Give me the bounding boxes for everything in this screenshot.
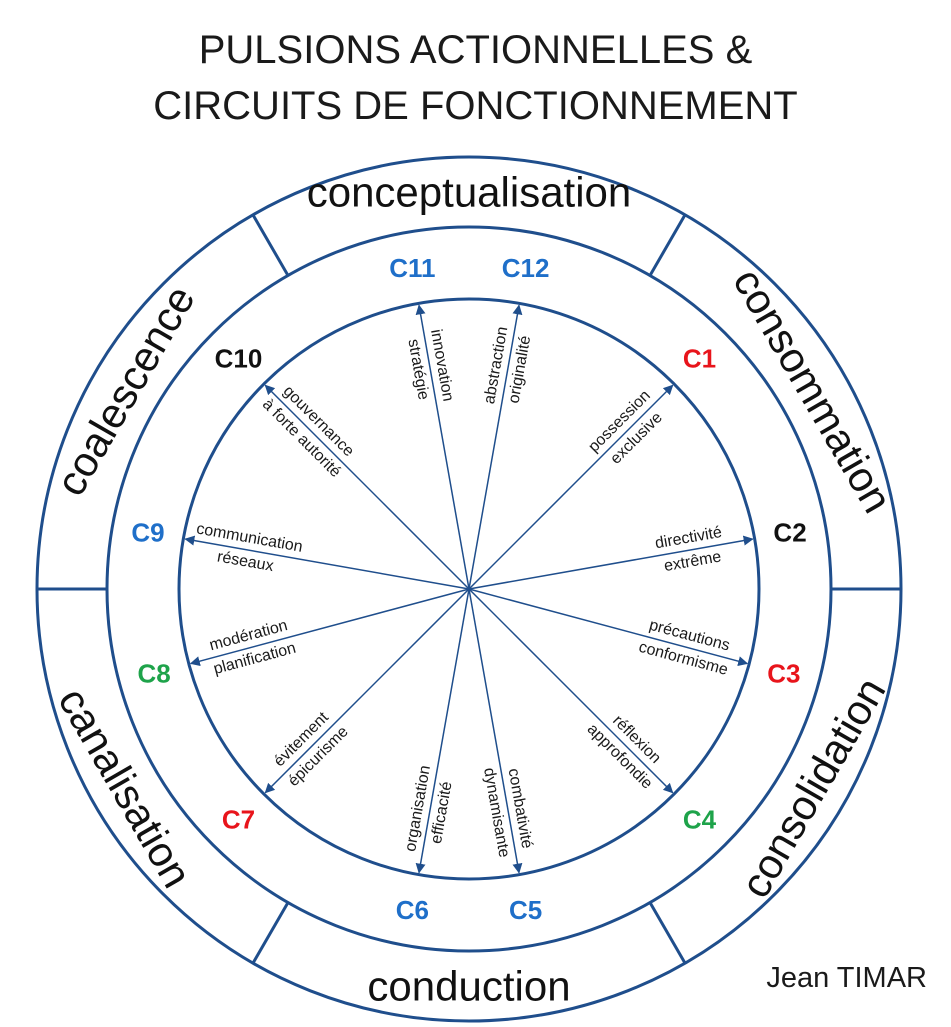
arrow-label-c2-line2: extrême [663,548,723,575]
circuit-label-c5: C5 [509,895,542,925]
arrow-c9 [184,535,470,590]
divider-conceptualisation-consommation [648,214,687,277]
arrow-c7 [264,588,470,794]
arrow-c5 [468,588,523,874]
inner-ring [177,297,761,881]
arrow-c8 [189,588,470,667]
arrow-c6 [415,588,470,874]
circuit-label-c3: C3 [767,658,800,688]
page-title: PULSIONS ACTIONNELLES & CIRCUITS DE FONC… [0,22,951,134]
arrow-label-c9-line2: réseaux [216,548,275,575]
circuit-label-c7: C7 [222,805,255,835]
title-line-2: CIRCUITS DE FONCTIONNEMENT [153,84,798,128]
sector-label-conduction: conduction [367,963,570,1010]
sector-label-conceptualisation: conceptualisation [307,169,632,216]
sector-label-consommation: consommation [724,260,901,520]
sector-label-canalisation: canalisation [49,680,201,896]
arrow-c3 [468,588,749,667]
divider-consolidation-conduction [648,901,687,964]
circuit-label-c2: C2 [773,517,806,547]
divider-conduction-canalisation [251,901,290,964]
circuit-label-c4: C4 [683,805,717,835]
circuit-label-c6: C6 [396,895,429,925]
arrow-c12 [468,304,523,590]
divider-coalescence-conceptualisation [251,214,290,277]
arrow-label-c2-line1: directivité [654,524,724,552]
circuit-label-c12: C12 [502,253,550,283]
author-signature: Jean TIMAR [766,962,927,994]
circuit-label-c10: C10 [215,343,263,373]
circuit-label-c9: C9 [131,517,164,547]
title-line-1: PULSIONS ACTIONNELLES & [198,28,753,72]
sector-label-coalescence: coalescence [46,278,203,504]
arrow-c4 [468,588,674,794]
circuit-label-c11: C11 [389,253,435,283]
arrow-label-c11-line2: stratégie [404,338,431,401]
arrow-c2 [468,535,754,590]
arrow-label-c6-line2: efficacité [428,780,456,845]
circuit-label-c8: C8 [137,658,170,688]
arrow-c10 [264,384,470,590]
arrow-label-c12-line2: originalité [506,334,535,404]
arrow-c1 [468,384,674,590]
circuit-label-c1: C1 [683,343,716,373]
arrow-c11 [415,304,470,590]
